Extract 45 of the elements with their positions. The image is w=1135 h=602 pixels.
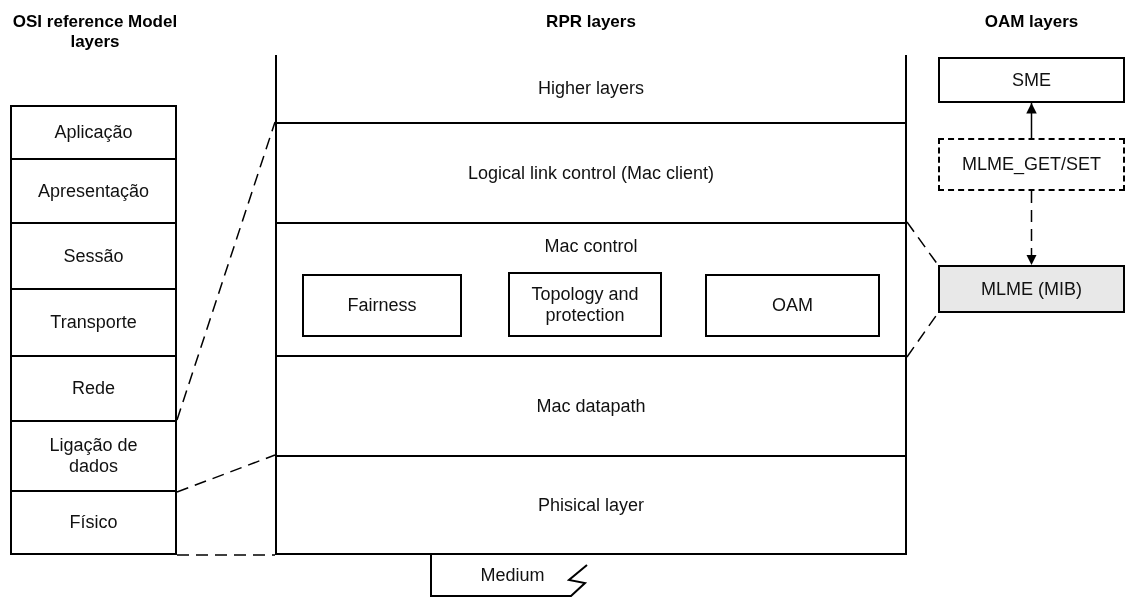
layer-label: Sessão [63,245,124,267]
layer-box [275,122,907,224]
function-box [302,274,462,337]
layer-label: MLME (MIB) [981,278,1082,300]
layer-label: Apresentação [37,180,150,202]
layer-label: SME [1012,69,1051,91]
column-heading: OSI reference Model layers [11,12,179,53]
dashed-line [176,121,276,421]
layer-label: Ligação de dados [48,435,139,477]
arrow [1026,190,1037,266]
layer-label: MLME_GET/SET [962,154,1101,175]
layer-label: Medium [480,564,545,586]
function-box [705,274,880,337]
layer-box [275,222,907,357]
layer-label: Phisical layer [537,494,644,516]
layer-label: Mac datapath [536,395,646,417]
dashed-line [176,454,276,493]
layer-label: Fairness [347,295,417,316]
layer-box [275,455,907,555]
layer-box [10,222,177,290]
entity-box [938,265,1125,313]
function-box [508,272,662,337]
layer-label: Transporte [50,312,137,333]
layer-box [10,288,177,357]
layer-label: Aplicação [54,122,133,143]
layer-box [10,355,177,422]
arrow [1026,102,1037,139]
layer-label: Rede [72,378,115,399]
layer-label: Logical link control (Mac client) [467,162,715,184]
entity-box [938,57,1125,103]
primitive-box [938,138,1125,191]
column-heading: OAM layers [983,12,1080,33]
dashed-line [176,554,276,556]
layer-box [10,158,177,224]
layer-label: Mac control [544,236,638,257]
layer-box [10,420,177,492]
layer-label: OAM [772,295,813,316]
layer-box [10,105,177,160]
layer-label: Higher layers [537,78,644,99]
dashed-line [906,221,939,266]
layer-label: Físico [69,512,118,533]
layer-box [275,355,907,457]
layer-label: Topology and protection [530,283,640,326]
column-heading: RPR layers [545,12,637,33]
layer-box [10,490,177,555]
